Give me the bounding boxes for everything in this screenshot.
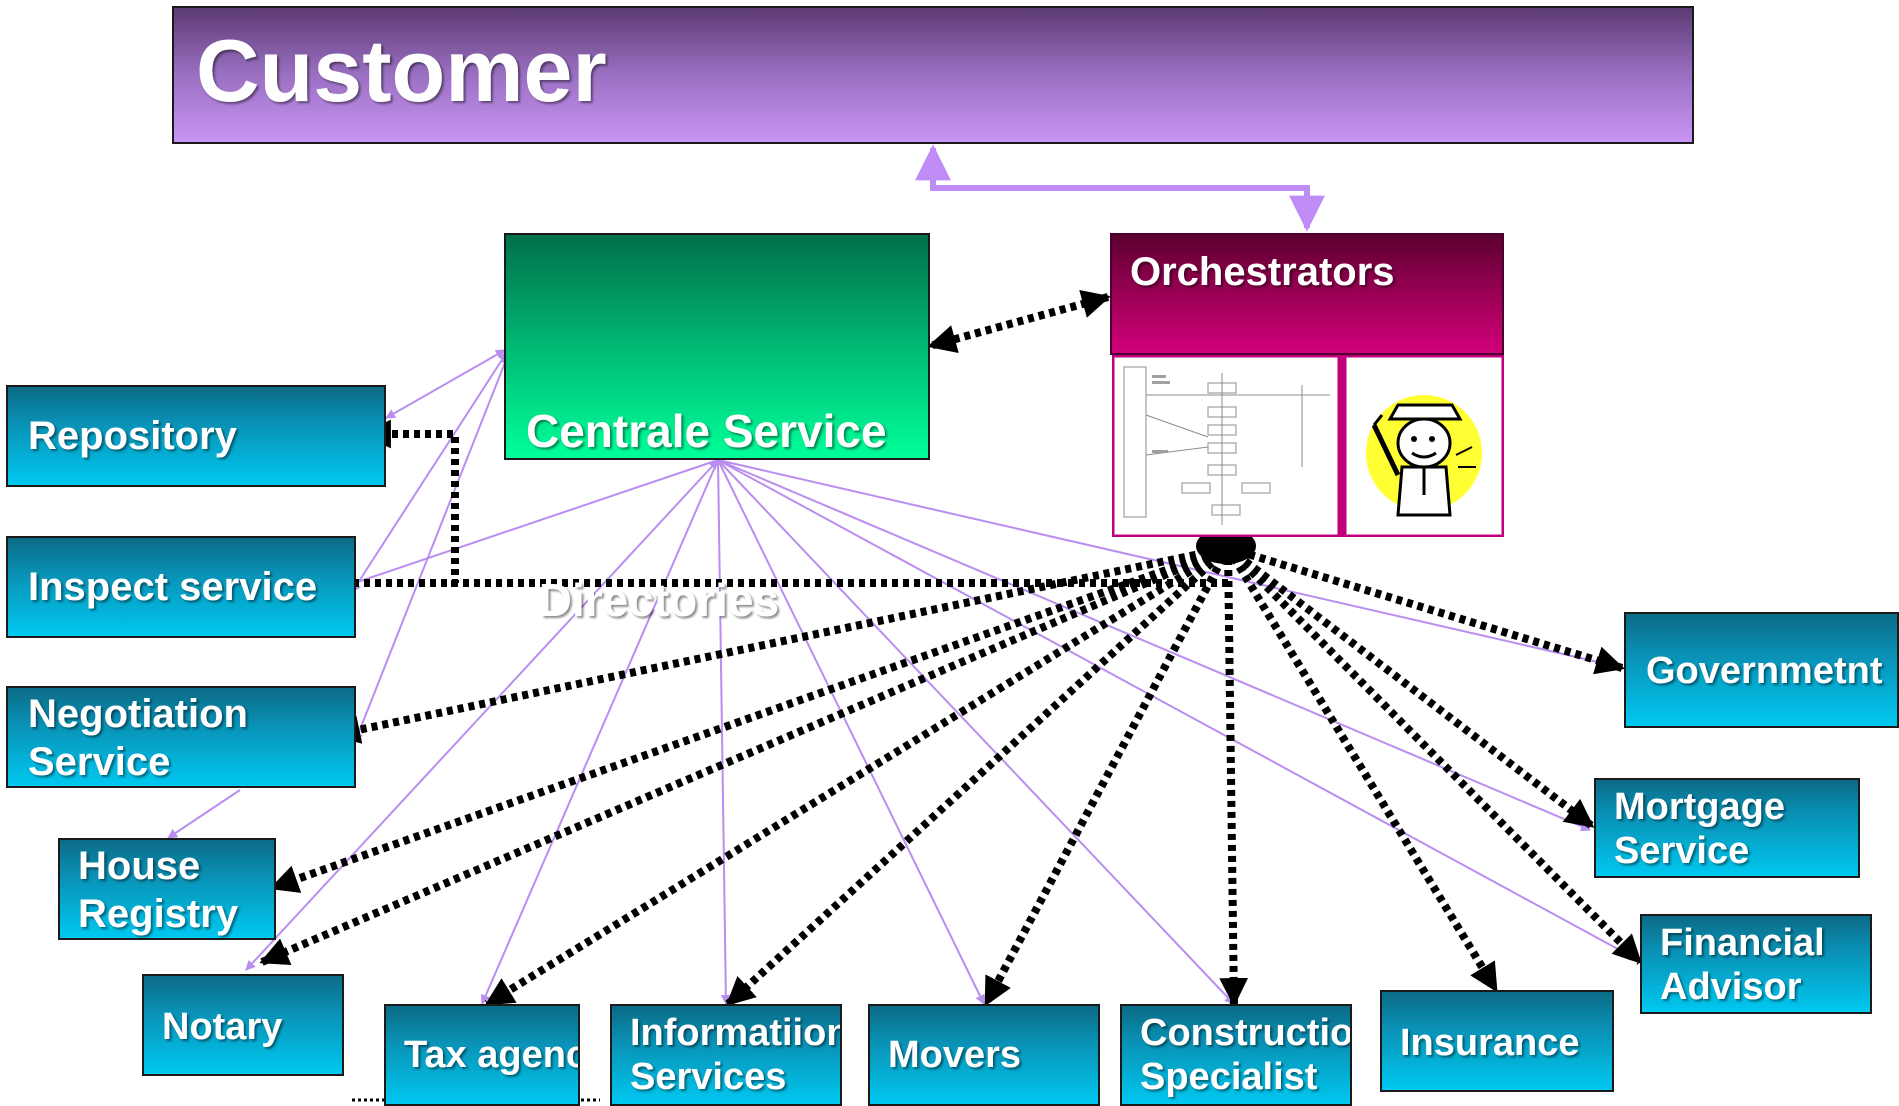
house-registry-box[interactable]: House Registry (58, 838, 276, 940)
directory-link-tax (480, 459, 719, 1005)
tax-agency-label: Tax agenc (404, 1034, 580, 1076)
construction-specialist-label: Constructio Specialist (1140, 1012, 1352, 1098)
tax-agency-box[interactable]: Tax agenc (384, 1004, 580, 1106)
directory-link-house-registry (167, 789, 241, 839)
orchestration-links (259, 289, 1643, 1008)
directory-link-construction (717, 459, 1235, 1005)
directory-link-information (717, 459, 731, 1005)
financial-advisor-box[interactable]: Financial Advisor (1640, 914, 1872, 1014)
orchestration-link-government (1226, 544, 1625, 675)
customer-box[interactable]: Customer (172, 6, 1694, 144)
negotiation-service-box[interactable]: Negotiation Service (6, 686, 356, 788)
notary-box[interactable]: Notary (142, 974, 344, 1076)
movers-label: Movers (888, 1034, 1022, 1076)
orchestration-link-mortgage (1225, 544, 1595, 830)
movers-box[interactable]: Movers (868, 1004, 1100, 1106)
inspect-service-label: Inspect service (28, 565, 318, 609)
insurance-label: Insurance (1400, 1022, 1580, 1064)
directory-link-notary (245, 459, 719, 971)
directory-link-movers (717, 459, 985, 1005)
central-service-directories-box[interactable]: Centrale Service Directories (504, 233, 930, 626)
information-services-box[interactable]: Informatiion Services (610, 1004, 842, 1106)
customer-orchestrators-link (915, 144, 1325, 232)
orchestration-link-movers (982, 546, 1232, 1007)
orchestration-link-construction (1219, 547, 1249, 1007)
directory-link-financial (717, 459, 1639, 961)
orchestration-link-financial (1225, 545, 1643, 965)
notary-label: Notary (162, 1006, 283, 1048)
financial-advisor-label: Financial Advisor (1660, 922, 1825, 1008)
customer-label: Customer (196, 21, 607, 120)
information-services-label: Informatiion Services (630, 1012, 842, 1098)
insurance-box[interactable]: Insurance (1380, 990, 1614, 1092)
orchestrators-box[interactable]: Orchestrators (1110, 233, 1504, 355)
inspect-service-box[interactable]: Inspect service (6, 536, 356, 638)
orchestration-hub (1196, 528, 1256, 564)
repository-box[interactable]: Repository (6, 385, 386, 487)
orchestration-link-information (725, 545, 1231, 1007)
central-service-directories-label: Centrale Service Directories (526, 405, 887, 626)
government-label: Governmetnt (1646, 650, 1883, 692)
orchestrators-illustration-panel (1112, 355, 1504, 537)
government-box[interactable]: Governmetnt (1624, 612, 1899, 728)
orchestration-link-house-registry (269, 544, 1230, 893)
construction-specialist-box[interactable]: Constructio Specialist (1120, 1004, 1352, 1106)
orchestration-link-negotiation (331, 544, 1229, 744)
directory-link-inspect-to-central (315, 459, 719, 597)
mortgage-service-label: Mortgage Service (1614, 786, 1785, 872)
orchestration-link-tax (484, 544, 1231, 1008)
orchestrators-label: Orchestrators (1130, 250, 1395, 294)
detective-icon (1366, 395, 1482, 517)
house-registry-label: House Registry (78, 844, 239, 936)
repository-label: Repository (28, 414, 237, 458)
mortgage-service-box[interactable]: Mortgage Service (1594, 778, 1860, 878)
negotiation-service-label: Negotiation Service (28, 692, 248, 784)
workflow-diagram-thumbnail (1112, 355, 1504, 537)
orchestration-link-insurance (1224, 545, 1500, 993)
orchestration-link-directory (927, 289, 1111, 354)
